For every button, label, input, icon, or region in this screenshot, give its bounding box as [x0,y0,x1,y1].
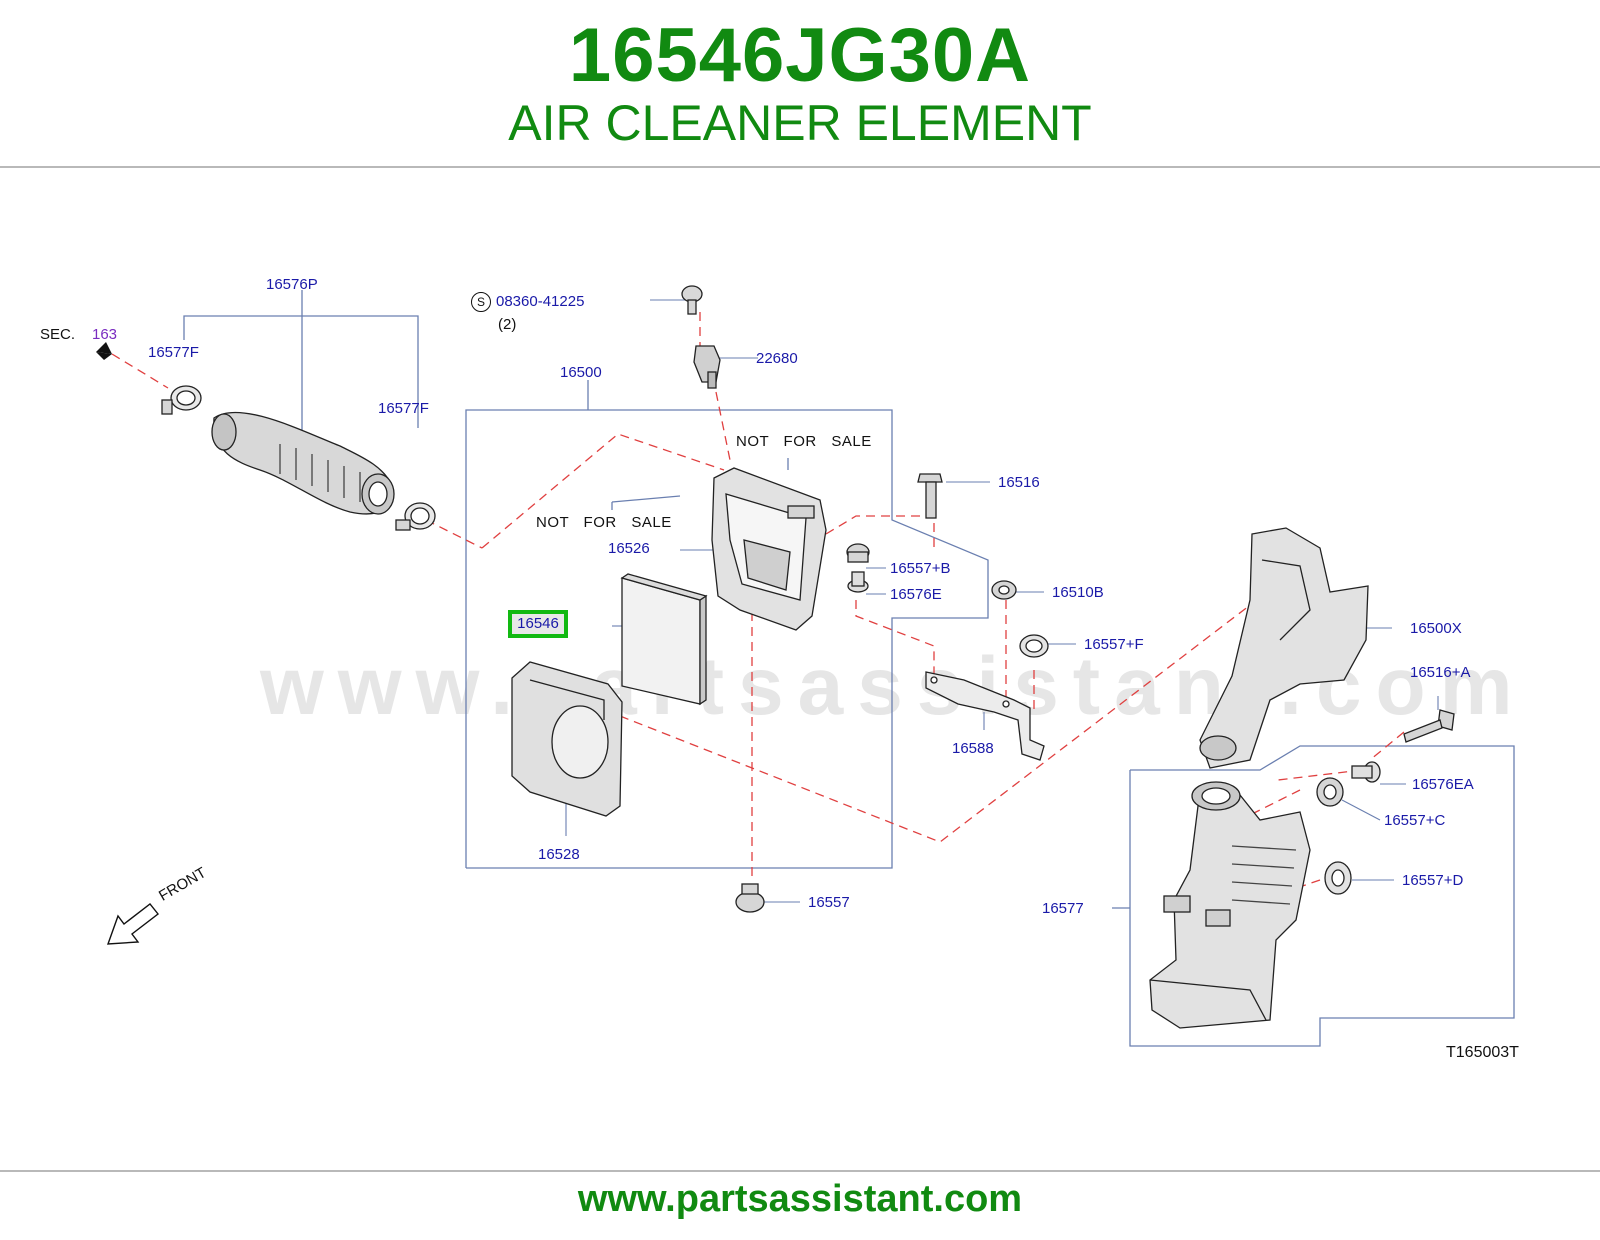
clamp-right-icon [395,502,436,531]
assembly-lines [111,312,1405,905]
duct-hose-icon [211,411,395,515]
label-16500[interactable]: 16500 [560,364,602,381]
label-16546: 16546 [517,615,559,632]
front-arrow-icon [106,903,159,945]
label-16500X[interactable]: 16500X [1410,620,1462,637]
screw-s-symbol: S [471,292,491,312]
air-duct-resonator-icon [1199,527,1369,769]
grommet-16557F-icon [1019,634,1049,658]
screw-qty: (2) [498,316,517,333]
label-16557[interactable]: 16557 [808,894,850,911]
label-16577[interactable]: 16577 [1042,900,1084,917]
drawing-code: T165003T [1446,1044,1519,1061]
air-cleaner-upper-case-icon [711,467,827,631]
label-16557B[interactable]: 16557+B [890,560,951,577]
air-cleaner-element-icon [620,573,708,706]
label-16516[interactable]: 16516 [998,474,1040,491]
bracket-16500 [465,409,989,869]
grommet-16557B-icon [846,543,870,563]
label-16588[interactable]: 16588 [952,740,994,757]
grommet-16557C-icon [1316,777,1344,807]
drain-plug-icon [735,883,765,913]
air-cleaner-lower-case-icon [511,661,623,817]
footer-website-link[interactable]: www.partsassistant.com [577,1178,1023,1220]
sec-prefix-label: SEC. [40,326,76,343]
bracket-16576P [183,315,419,428]
label-16577F-right[interactable]: 16577F [378,400,429,417]
screw-icon [681,285,703,315]
label-16557C[interactable]: 16557+C [1384,812,1446,829]
part-number-title: 16546JG30A [568,13,1032,98]
air-inlet-duct-icon [1149,781,1311,1029]
clamp-left-icon [161,385,202,415]
header-divider [0,166,1600,168]
not-for-sale-upper: NOT FOR SALE [736,433,872,450]
label-16576EA[interactable]: 16576EA [1412,776,1474,793]
label-16557D[interactable]: 16557+D [1402,872,1464,889]
label-16516A[interactable]: 16516+A [1410,664,1471,681]
bracket-lines [183,290,1515,1047]
highlighted-part-16546[interactable]: 16546 [508,610,568,638]
sec-arrow-icon [96,342,112,360]
not-for-sale-lower: NOT FOR SALE [536,514,672,531]
label-08360-41225[interactable]: 08360-41225 [496,293,585,310]
sec-number-link[interactable]: 163 [92,326,118,343]
label-16557F[interactable]: 16557+F [1084,636,1144,653]
label-16526[interactable]: 16526 [608,540,650,557]
bolt-icon [917,473,943,519]
label-16577F-left[interactable]: 16577F [148,344,199,361]
bolt-a-icon [1403,709,1455,743]
label-22680[interactable]: 22680 [756,350,798,367]
part-name-subtitle: AIR CLEANER ELEMENT [508,95,1092,151]
mounting-bracket-icon [925,671,1045,761]
collar-16576EA-icon [1351,761,1381,783]
label-16528[interactable]: 16528 [538,846,580,863]
label-16510B[interactable]: 16510B [1052,584,1104,601]
collar-16576E-icon [847,571,869,593]
mass-airflow-sensor-icon [693,345,721,389]
label-16576E[interactable]: 16576E [890,586,942,603]
bracket-16577 [1129,745,1515,1047]
label-16576P[interactable]: 16576P [266,276,318,293]
footer-divider [0,1170,1600,1172]
page-header: 16546JG30A AIR CLEANER ELEMENT [0,0,1600,170]
nut-16510B-icon [991,580,1017,600]
grommet-16557D-icon [1324,861,1352,895]
